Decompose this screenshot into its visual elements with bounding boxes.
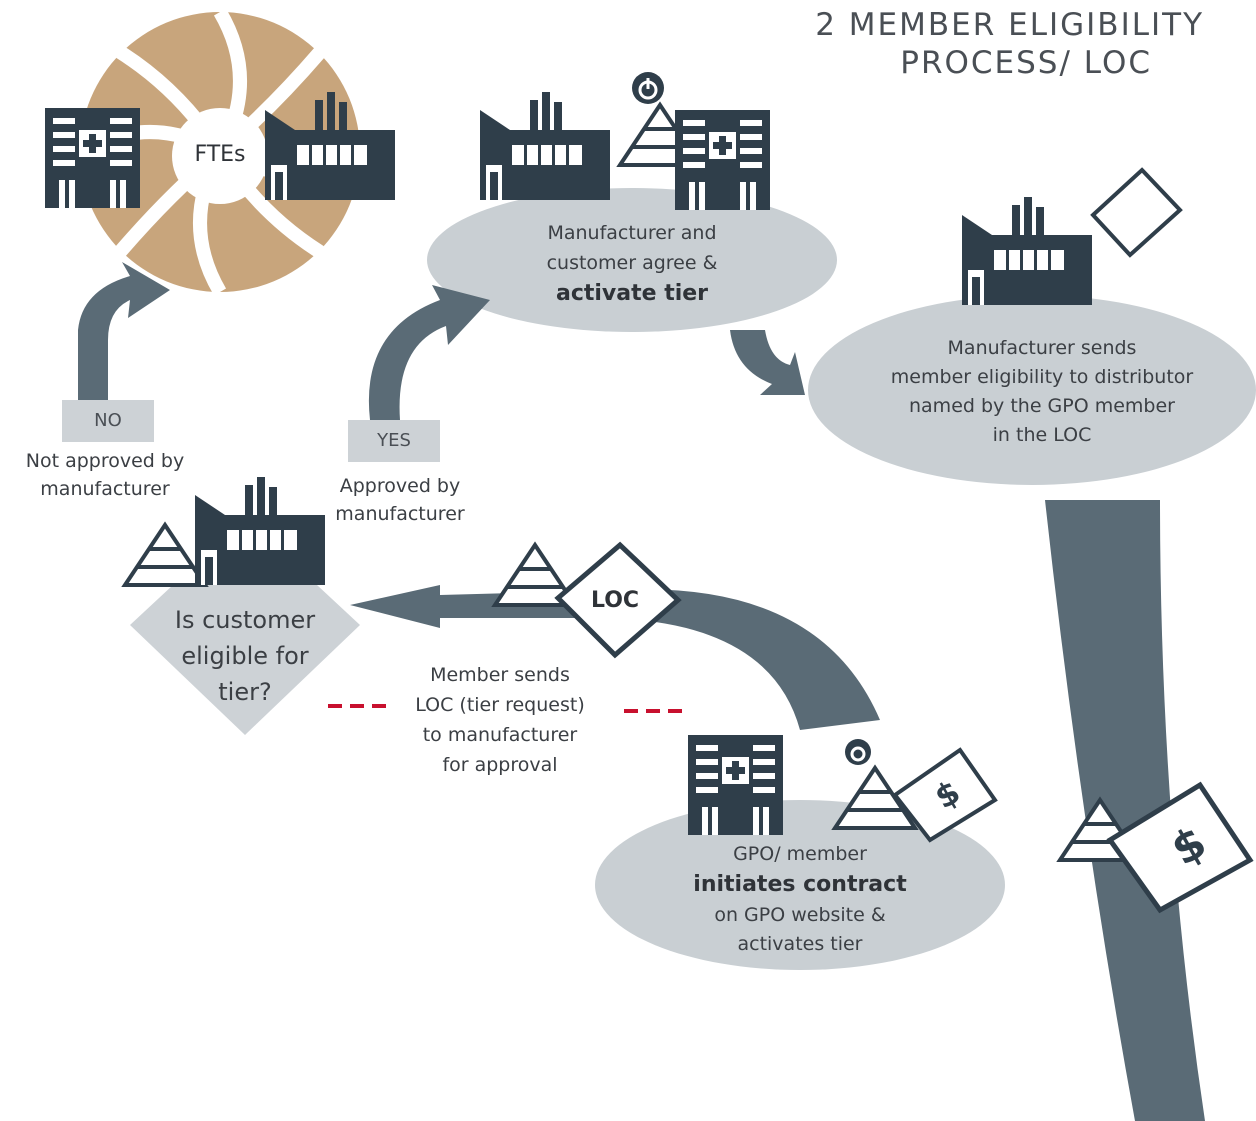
distributor-line-2: member eligibility to distributor bbox=[890, 366, 1194, 388]
member-sends-text: Member sends LOC (tier request) to manuf… bbox=[400, 660, 600, 780]
yes-label: YES bbox=[348, 420, 440, 462]
activate-step-text: Manufacturer and customer agree & activa… bbox=[472, 218, 792, 310]
contract-line-2: initiates contract bbox=[693, 872, 907, 897]
title-line-1: 2 MEMBER ELIGIBILITY bbox=[815, 7, 1204, 43]
member-line-4: for approval bbox=[442, 754, 558, 776]
member-line-1: Member sends bbox=[430, 664, 570, 686]
diagram-title: 2 MEMBER ELIGIBILITY PROCESS/ LOC bbox=[815, 6, 1204, 82]
decision-line-1: Is customer bbox=[174, 606, 316, 634]
activate-ellipse bbox=[427, 188, 837, 332]
activate-line-2: customer agree & bbox=[546, 252, 718, 274]
ftes-label: FTEs bbox=[194, 142, 246, 167]
yes-line-1: Approved by bbox=[339, 475, 461, 497]
member-line-3: to manufacturer bbox=[422, 724, 578, 746]
loc-document-icon bbox=[554, 541, 682, 659]
fte-wheel bbox=[76, 8, 364, 296]
contract-line-1: GPO/ member bbox=[733, 843, 867, 865]
contract-line-3: on GPO website & bbox=[714, 904, 886, 926]
factory-icon bbox=[962, 197, 1092, 305]
loc-label: LOC bbox=[590, 588, 640, 613]
no-branch-text: Not approved by manufacturer bbox=[5, 447, 205, 503]
decision-text: Is customer eligible for tier? bbox=[150, 602, 340, 710]
yes-line-2: manufacturer bbox=[335, 503, 465, 525]
activate-line-3: activate tier bbox=[555, 281, 709, 306]
document-icon bbox=[1090, 167, 1183, 258]
yes-branch-text: Approved by manufacturer bbox=[310, 472, 490, 528]
distributor-line-4: in the LOC bbox=[992, 424, 1092, 446]
loc-arrow bbox=[350, 585, 880, 730]
factory-icon bbox=[480, 92, 610, 200]
down-arrow bbox=[730, 330, 805, 395]
factory-icon bbox=[195, 477, 325, 585]
price-tag-icon: $ bbox=[892, 747, 998, 843]
no-arrow bbox=[78, 262, 170, 400]
contract-ellipse bbox=[595, 800, 1005, 970]
gauge-icon bbox=[845, 739, 871, 765]
yes-arrow bbox=[368, 285, 490, 420]
power-icon bbox=[632, 72, 664, 104]
hospital-icon bbox=[688, 735, 783, 835]
hospital-icon bbox=[45, 108, 140, 208]
no-line-1: Not approved by bbox=[25, 450, 185, 472]
distributor-line-3: named by the GPO member bbox=[909, 395, 1175, 417]
left-dash bbox=[328, 704, 388, 708]
flow-band bbox=[1045, 500, 1205, 1121]
decision-line-2: eligible for bbox=[181, 642, 309, 670]
activate-line-1: Manufacturer and bbox=[547, 222, 717, 244]
decision-line-3: tier? bbox=[218, 678, 272, 706]
no-label: NO bbox=[62, 400, 154, 442]
price-tag-icon: $ bbox=[1106, 781, 1254, 914]
contract-step-text: GPO/ member initiates contract on GPO we… bbox=[640, 840, 960, 959]
member-line-2: LOC (tier request) bbox=[415, 694, 585, 716]
distributor-line-1: Manufacturer sends bbox=[947, 337, 1137, 359]
hospital-icon bbox=[675, 110, 770, 210]
no-line-2: manufacturer bbox=[40, 478, 170, 500]
distributor-ellipse bbox=[808, 295, 1256, 485]
pyramid-icon bbox=[123, 523, 207, 587]
right-dash bbox=[624, 709, 684, 713]
distributor-step-text: Manufacturer sends member eligibility to… bbox=[862, 334, 1222, 450]
contract-line-4: activates tier bbox=[737, 933, 863, 955]
title-line-2: PROCESS/ LOC bbox=[900, 45, 1152, 81]
